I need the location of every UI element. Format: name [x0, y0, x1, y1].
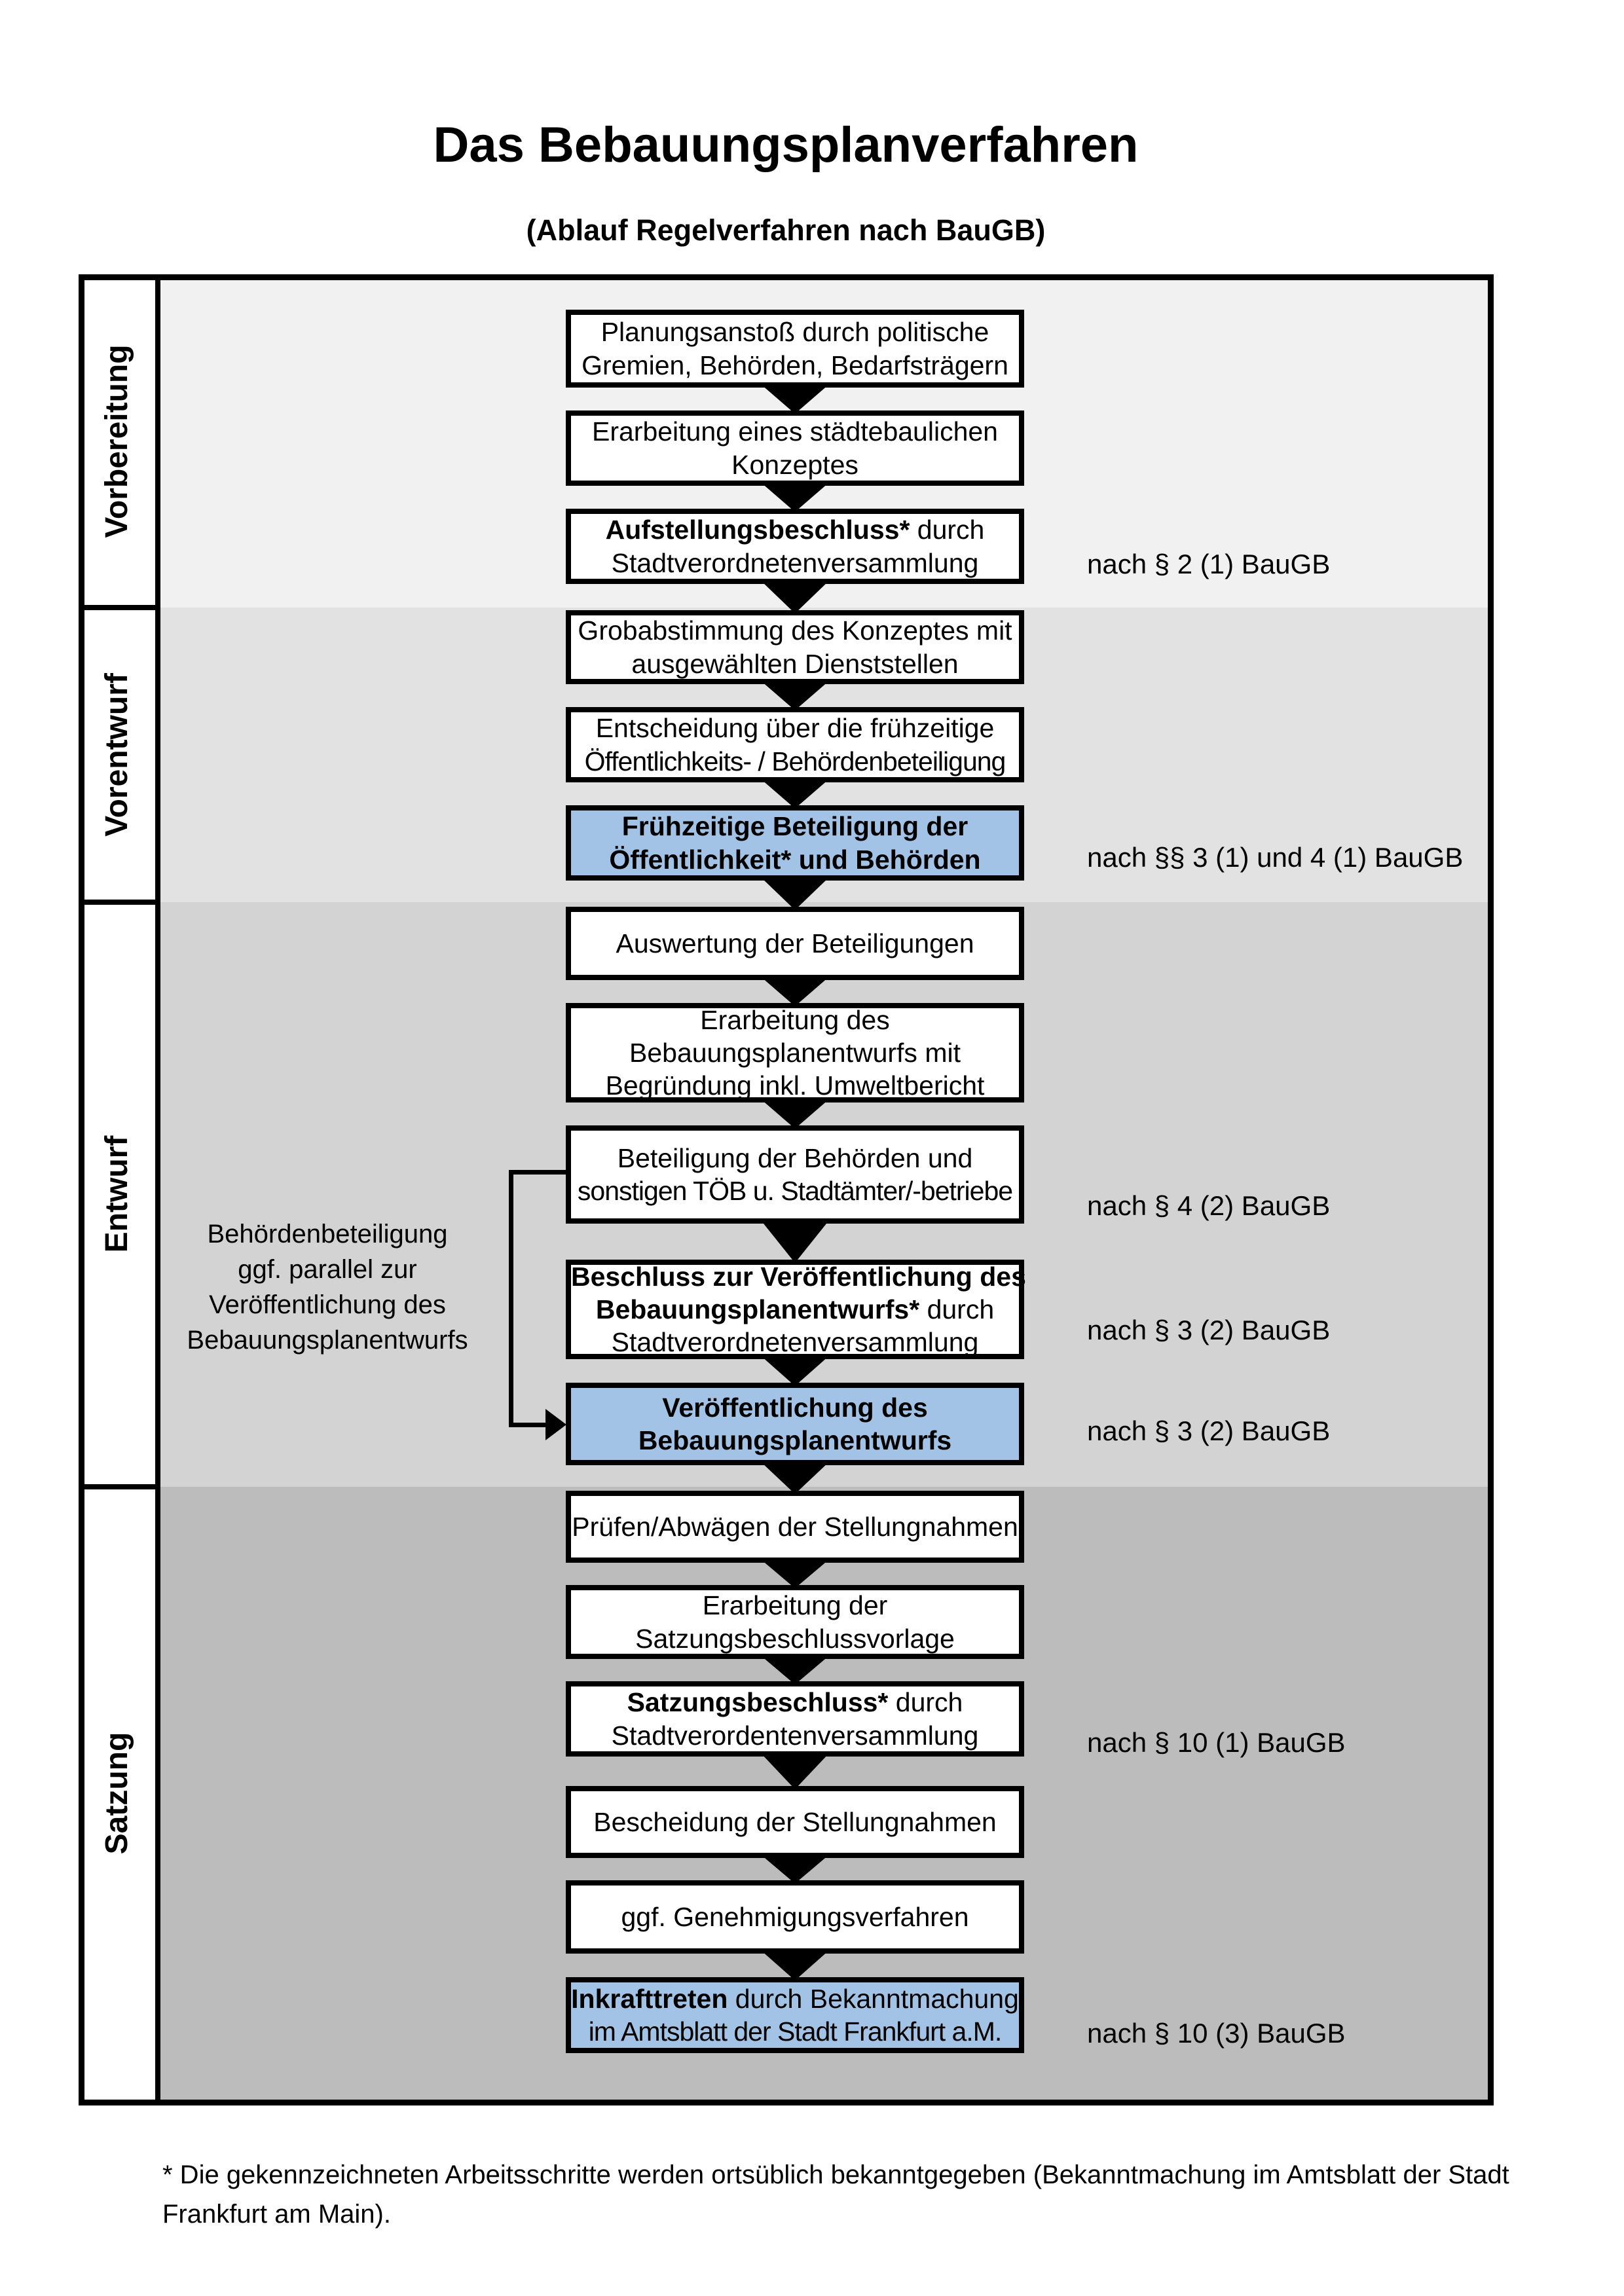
step-text: Aufstellungsbeschluss* durch Stadtverord… — [605, 515, 985, 578]
step-box-planungsanstoss: Planungsanstoß durch politische Gremien,… — [566, 310, 1024, 388]
parallel-connector-top — [509, 1170, 566, 1175]
parallel-arrowhead-icon — [545, 1409, 566, 1440]
step-box-auswertung: Auswertung der Beteiligungen — [566, 907, 1024, 980]
step-box-entscheidung-beteiligung: Entscheidung über die frühzeitige Öffent… — [566, 707, 1024, 782]
legal-ref-behoerdenbeteiligung: nach § 4 (2) BauGB — [1087, 1190, 1331, 1221]
phase-separator — [81, 900, 160, 905]
flow-arrow-down-icon — [761, 779, 829, 809]
flow-arrow-down-icon — [761, 1462, 829, 1494]
parallel-connector-vertical — [509, 1170, 513, 1427]
step-text: Erarbeitung des Bebauungsplanentwurfs mi… — [605, 1004, 985, 1101]
phase-label-vorentwurf: Vorentwurf — [100, 673, 134, 837]
step-box-satzungsbeschlussvorlage: Erarbeitung der Satzungsbeschlussvorlage — [566, 1585, 1024, 1659]
footnote: * Die gekennzeichneten Arbeitsschritte w… — [162, 2160, 1509, 2229]
flow-arrow-down-icon — [761, 483, 829, 512]
step-box-behoerdenbeteiligung: Beteiligung der Behörden und sonstigen T… — [566, 1125, 1024, 1224]
step-text: Frühzeitige Beteiligung der Öffentlichke… — [609, 811, 981, 875]
step-text: Auswertung der Beteiligungen — [616, 928, 974, 958]
step-text: Beschluss zur Veröffentlichung des Bebau… — [571, 1261, 1026, 1358]
legal-ref-satzungsbeschluss: nach § 10 (1) BauGB — [1087, 1727, 1346, 1758]
step-text: Erarbeitung eines städtebaulichen Konzep… — [592, 416, 998, 480]
flow-arrow-down-icon — [761, 581, 829, 613]
phase-label-entwurf: Entwurf — [100, 1135, 134, 1253]
flow-arrow-down-icon — [761, 1753, 829, 1789]
phase-label-column — [81, 276, 160, 2104]
flow-arrow-down-icon — [761, 1099, 829, 1129]
flow-arrow-down-icon — [761, 1559, 829, 1588]
step-text: Bescheidung der Stellungnahmen — [593, 1806, 997, 1837]
step-box-genehmigungsverfahren: ggf. Genehmigungsverfahren — [566, 1880, 1024, 1954]
flow-arrow-down-icon — [761, 1950, 829, 1980]
phase-separator — [81, 1484, 160, 1489]
step-text: Planungsanstoß durch politische Gremien,… — [581, 317, 1008, 380]
flow-arrow-down-icon — [761, 977, 829, 1006]
phase-label-satzung: Satzung — [100, 1732, 134, 1855]
page-subtitle: (Ablauf Regelverfahren nach BauGB) — [526, 213, 1046, 247]
step-box-inkrafttreten: Inkrafttreten durch Bekanntmachung im Am… — [566, 1977, 1024, 2053]
flow-arrow-down-icon — [761, 1356, 829, 1386]
step-box-bescheidung: Bescheidung der Stellungnahmen — [566, 1786, 1024, 1858]
phase-separator — [81, 605, 160, 610]
step-text: ggf. Genehmigungsverfahren — [621, 1901, 969, 1932]
step-box-beschluss-veroeffentlichung: Beschluss zur Veröffentlichung des Bebau… — [566, 1260, 1026, 1359]
step-text: Veröffentlichung des Bebauungsplanentwur… — [638, 1392, 952, 1455]
step-box-pruefen-abwaegen: Prüfen/Abwägen der Stellungnahmen — [566, 1491, 1024, 1563]
legal-ref-fruehzeitige-beteiligung: nach §§ 3 (1) und 4 (1) BauGB — [1087, 842, 1464, 873]
step-box-grobabstimmung: Grobabstimmung des Konzeptes mit ausgewä… — [566, 610, 1024, 684]
step-text: Inkrafttreten durch Bekanntmachung im Am… — [571, 1983, 1019, 2047]
legal-ref-veroeffentlichung: nach § 3 (2) BauGB — [1087, 1415, 1331, 1446]
parallel-connector-bottom — [509, 1423, 549, 1427]
step-box-fruehzeitige-beteiligung: Frühzeitige Beteiligung der Öffentlichke… — [566, 805, 1024, 881]
step-box-satzungsbeschluss: Satzungsbeschluss* durch Stadtverordente… — [566, 1681, 1024, 1757]
step-text: Grobabstimmung des Konzeptes mit ausgewä… — [578, 615, 1012, 679]
phase-label-vorbereitung: Vorbereitung — [100, 344, 134, 538]
legal-ref-inkrafttreten: nach § 10 (3) BauGB — [1087, 2018, 1346, 2049]
step-text: Satzungsbeschluss* durch Stadtverordente… — [611, 1687, 979, 1751]
step-box-staedtebauliches-konzept: Erarbeitung eines städtebaulichen Konzep… — [566, 410, 1024, 486]
legal-ref-beschluss-veroeffentlichung: nach § 3 (2) BauGB — [1087, 1315, 1331, 1345]
parallel-note: Behördenbeteiligung ggf. parallel zur Ve… — [187, 1220, 468, 1355]
step-box-erarbeitung-entwurf: Erarbeitung des Bebauungsplanentwurfs mi… — [566, 1003, 1024, 1102]
step-text: Beteiligung der Behörden und sonstigen T… — [577, 1142, 1013, 1206]
flow-arrow-down-icon — [761, 384, 829, 414]
flow-arrow-down-icon — [761, 1220, 829, 1263]
flow-arrow-down-icon — [761, 1656, 829, 1685]
legal-ref-aufstellungsbeschluss: nach § 2 (1) BauGB — [1087, 549, 1331, 579]
flow-arrow-down-icon — [761, 877, 829, 910]
flow-arrow-down-icon — [761, 681, 829, 710]
flow-arrow-down-icon — [761, 1855, 829, 1884]
page-title: Das Bebauungsplanverfahren — [433, 117, 1139, 173]
step-text: Prüfen/Abwägen der Stellungnahmen — [572, 1511, 1018, 1542]
step-box-aufstellungsbeschluss: Aufstellungsbeschluss* durch Stadtverord… — [566, 509, 1024, 584]
step-text: Entscheidung über die frühzeitige Öffent… — [584, 713, 1006, 776]
step-box-veroeffentlichung-entwurf: Veröffentlichung des Bebauungsplanentwur… — [566, 1383, 1024, 1465]
step-text: Erarbeitung der Satzungsbeschlussvorlage — [635, 1590, 955, 1654]
